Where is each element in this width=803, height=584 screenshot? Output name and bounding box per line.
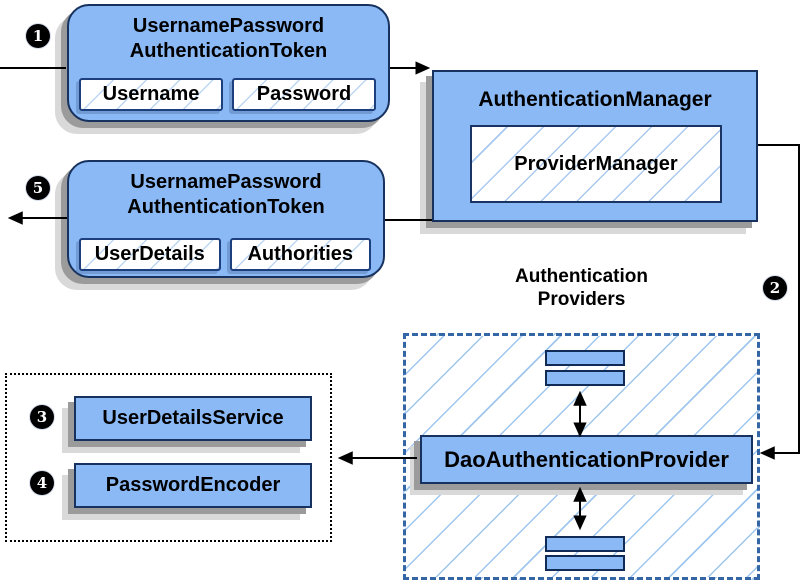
username-field-box: Username [79, 78, 223, 111]
password-encoder-label: PasswordEncoder [105, 474, 281, 496]
dao-authentication-provider-box: DaoAuthenticationProvider [420, 435, 753, 484]
provider-placeholder-bar-4 [545, 555, 625, 571]
step-4-badge: 4 [30, 471, 54, 495]
request-token-title-line2: AuthenticationToken [129, 40, 328, 62]
response-token-fields: UserDetails Authorities [79, 238, 371, 271]
provider-manager-label: ProviderManager [514, 152, 678, 175]
services-group-box: UserDetailsService PasswordEncoder [5, 373, 332, 542]
dao-authentication-provider-label: DaoAuthenticationProvider [444, 447, 729, 472]
provider-placeholder-bar-2 [545, 370, 625, 386]
password-encoder-box: PasswordEncoder [74, 463, 312, 508]
request-token-fields: Username Password [79, 78, 376, 111]
provider-placeholder-bar-3 [545, 536, 625, 552]
user-details-service-box: UserDetailsService [74, 396, 312, 441]
response-token-title: UsernamePassword AuthenticationToken [69, 170, 383, 220]
request-token-title: UsernamePassword AuthenticationToken [69, 14, 388, 64]
providers-heading-line1: Authentication [515, 266, 648, 287]
step-1-badge: 1 [26, 24, 50, 48]
step-5-badge: 5 [26, 176, 50, 200]
providers-heading-line2: Providers [537, 289, 626, 310]
step-3-badge: 3 [30, 405, 54, 429]
authentication-manager-box: AuthenticationManager ProviderManager [432, 70, 758, 222]
response-token-box: UsernamePassword AuthenticationToken Use… [67, 160, 385, 278]
provider-placeholder-bar-1 [545, 350, 625, 366]
authentication-manager-title: AuthenticationManager [478, 88, 712, 111]
user-details-service-label: UserDetailsService [102, 407, 284, 429]
providers-heading: Authentication Providers [403, 265, 760, 311]
providers-group-box: DaoAuthenticationProvider [403, 333, 760, 580]
response-token-title-line2: AuthenticationToken [127, 196, 325, 218]
userdetails-field-box: UserDetails [79, 238, 221, 271]
response-token-title-line1: UsernamePassword [130, 171, 322, 193]
password-field-box: Password [232, 78, 376, 111]
request-token-title-line1: UsernamePassword [132, 15, 325, 37]
authorities-field-box: Authorities [229, 238, 371, 271]
step-2-badge: 2 [763, 276, 787, 300]
provider-manager-box: ProviderManager [470, 125, 722, 203]
request-token-box: UsernamePassword AuthenticationToken Use… [67, 4, 390, 122]
